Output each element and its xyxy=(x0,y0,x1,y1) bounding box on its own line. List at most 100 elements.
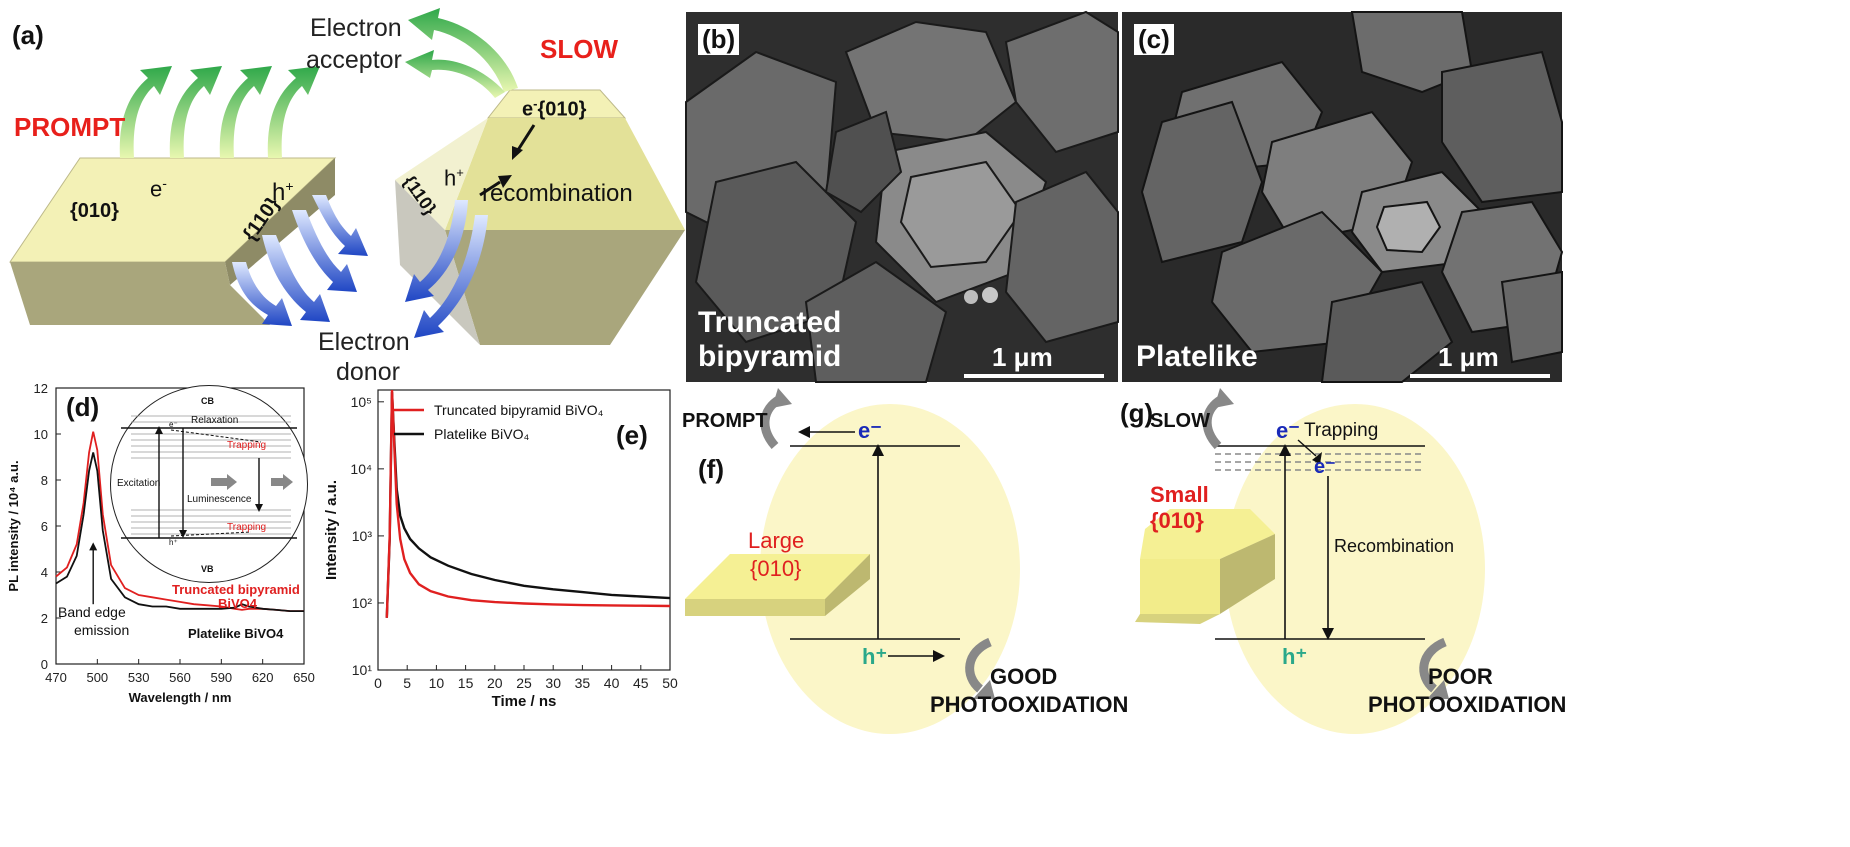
panel-f-electron: e⁻ xyxy=(858,418,882,443)
panel-f-prompt: PROMPT xyxy=(682,410,768,432)
panel-f-photooxidation: PHOTOOXIDATION xyxy=(930,692,1129,717)
x-tick-label: 530 xyxy=(128,670,150,685)
series-line-1 xyxy=(385,389,671,618)
panel-c-letter: (c) xyxy=(1134,24,1174,55)
x-tick-label: 560 xyxy=(169,670,191,685)
x-tick-label: 5 xyxy=(403,675,411,691)
slow-label: SLOW xyxy=(540,34,618,64)
left-crystal-side xyxy=(10,262,270,325)
y-axis-label: Intensity / a.u. xyxy=(323,480,340,580)
panel-d-inset: CB VB Relaxation Trapping Trapping Excit… xyxy=(110,385,308,583)
x-tick-label: 470 xyxy=(45,670,67,685)
x-tick-label: 45 xyxy=(633,675,649,691)
panel-g-poor: POOR xyxy=(1428,664,1493,689)
electron-acceptor-line1: Electron xyxy=(310,14,402,42)
green-escape-arrows xyxy=(119,8,518,158)
y-tick-label: 4 xyxy=(41,565,48,580)
panel-g-letter: (g) xyxy=(1120,398,1154,428)
y-tick-label: 6 xyxy=(41,519,48,534)
inset-trapping-top: Trapping xyxy=(227,440,267,451)
inset-luminescence: Luminescence xyxy=(187,494,252,505)
right-hole: h+ xyxy=(444,165,464,191)
panel-f-hole: h⁺ xyxy=(862,644,888,669)
x-tick-label: 10 xyxy=(429,675,445,691)
inset-excitation: Excitation xyxy=(117,478,161,489)
panel-g-recombination: Recombination xyxy=(1334,536,1455,556)
left-crystal-110 xyxy=(225,158,335,285)
panel-c-sem-image: (c) Platelike 1 μm xyxy=(1122,11,1564,383)
electron-acceptor-line2: acceptor xyxy=(306,46,402,74)
x-axis-label: Time / ns xyxy=(492,693,557,710)
blue-recombination-arrows xyxy=(232,195,488,338)
recombination-label: recombination xyxy=(482,180,633,207)
inset-relaxation: Relaxation xyxy=(191,415,239,426)
panel-b-scale-label: 1 μm xyxy=(992,342,1053,372)
series-line-0 xyxy=(55,431,304,613)
electron-donor-line2: donor xyxy=(336,358,400,386)
x-axis-label: Wavelength / nm xyxy=(129,690,232,705)
inset-vb: VB xyxy=(201,564,214,574)
x-tick-label: 50 xyxy=(662,675,678,691)
y-axis-label: PL intensity / 10⁴ a.u. xyxy=(6,460,21,591)
y-tick-label: 10 xyxy=(34,427,48,442)
band-edge-arrowhead xyxy=(89,542,98,551)
right-crystal-main xyxy=(445,118,685,230)
panel-c-caption: Platelike xyxy=(1136,340,1258,373)
y-tick-label: 10¹ xyxy=(352,662,373,678)
panel-b-caption-line1: Truncated xyxy=(698,306,842,339)
panel-g-hole: h⁺ xyxy=(1282,644,1308,669)
x-tick-label: 25 xyxy=(516,675,532,691)
inset-cb: CB xyxy=(201,396,214,406)
x-tick-label: 15 xyxy=(458,675,474,691)
panel-f-letter: (f) xyxy=(698,454,724,484)
panel-g-photooxidation: PHOTOOXIDATION xyxy=(1368,692,1567,717)
y-tick-label: 0 xyxy=(41,657,48,672)
left-electron: e- xyxy=(150,175,167,202)
x-tick-label: 500 xyxy=(86,670,108,685)
inset-h: h⁺ xyxy=(169,538,178,547)
y-tick-label: 10⁴ xyxy=(350,461,372,477)
panel-f-large-line1: Large xyxy=(748,528,805,553)
series-line-1 xyxy=(55,452,304,613)
panel-a-illustration xyxy=(9,8,685,345)
sem-truncated-crystals xyxy=(685,10,1119,383)
right-crystal-110 xyxy=(395,118,488,230)
panel-f-good: GOOD xyxy=(990,664,1058,689)
x-tick-label: 0 xyxy=(374,675,382,691)
right-electron-010: e-{010} xyxy=(522,96,587,121)
panel-f-large-line2: {010} xyxy=(750,556,802,581)
panel-f-diagram xyxy=(685,388,1020,734)
truncated-annotation-line1: Truncated bipyramid xyxy=(172,582,300,597)
x-tick-label: 620 xyxy=(252,670,274,685)
panel-g-trapped-electron: e⁻ xyxy=(1314,456,1336,478)
y-tick-label: 12 xyxy=(34,381,48,396)
y-tick-label: 10⁵ xyxy=(351,394,372,410)
panel-c-scale-bar xyxy=(1410,374,1550,378)
band-edge-line2: emission xyxy=(74,622,130,638)
x-tick-label: 590 xyxy=(210,670,232,685)
inset-e: e⁻ xyxy=(169,420,178,429)
panel-c-scale-label: 1 μm xyxy=(1438,342,1499,372)
panel-g-trapping: Trapping xyxy=(1304,420,1379,441)
y-tick-label: 10³ xyxy=(352,528,373,544)
platelike-annotation: Platelike BiVO4 xyxy=(188,626,284,641)
x-tick-label: 40 xyxy=(604,675,620,691)
panel-g-small-line1: Small xyxy=(1150,482,1209,507)
x-tick-label: 35 xyxy=(575,675,591,691)
panel-e-letter: (e) xyxy=(616,420,648,450)
prompt-label: PROMPT xyxy=(14,112,126,142)
inset-trapping-bottom: Trapping xyxy=(227,522,267,533)
y-tick-label: 10² xyxy=(352,595,373,611)
band-edge-line1: Band edge xyxy=(58,604,126,620)
x-tick-label: 20 xyxy=(487,675,503,691)
right-crystal-bottom xyxy=(445,230,685,345)
truncated-annotation-line2: BiVO4 xyxy=(218,596,258,611)
electron-donor-line1: Electron xyxy=(318,328,410,356)
panel-g-slow: SLOW xyxy=(1150,410,1210,432)
panel-b-scale-bar xyxy=(964,374,1104,378)
panel-g-diagram xyxy=(1135,388,1485,734)
panel-b-letter: (b) xyxy=(698,24,740,55)
panel-d-letter: (d) xyxy=(66,392,100,422)
